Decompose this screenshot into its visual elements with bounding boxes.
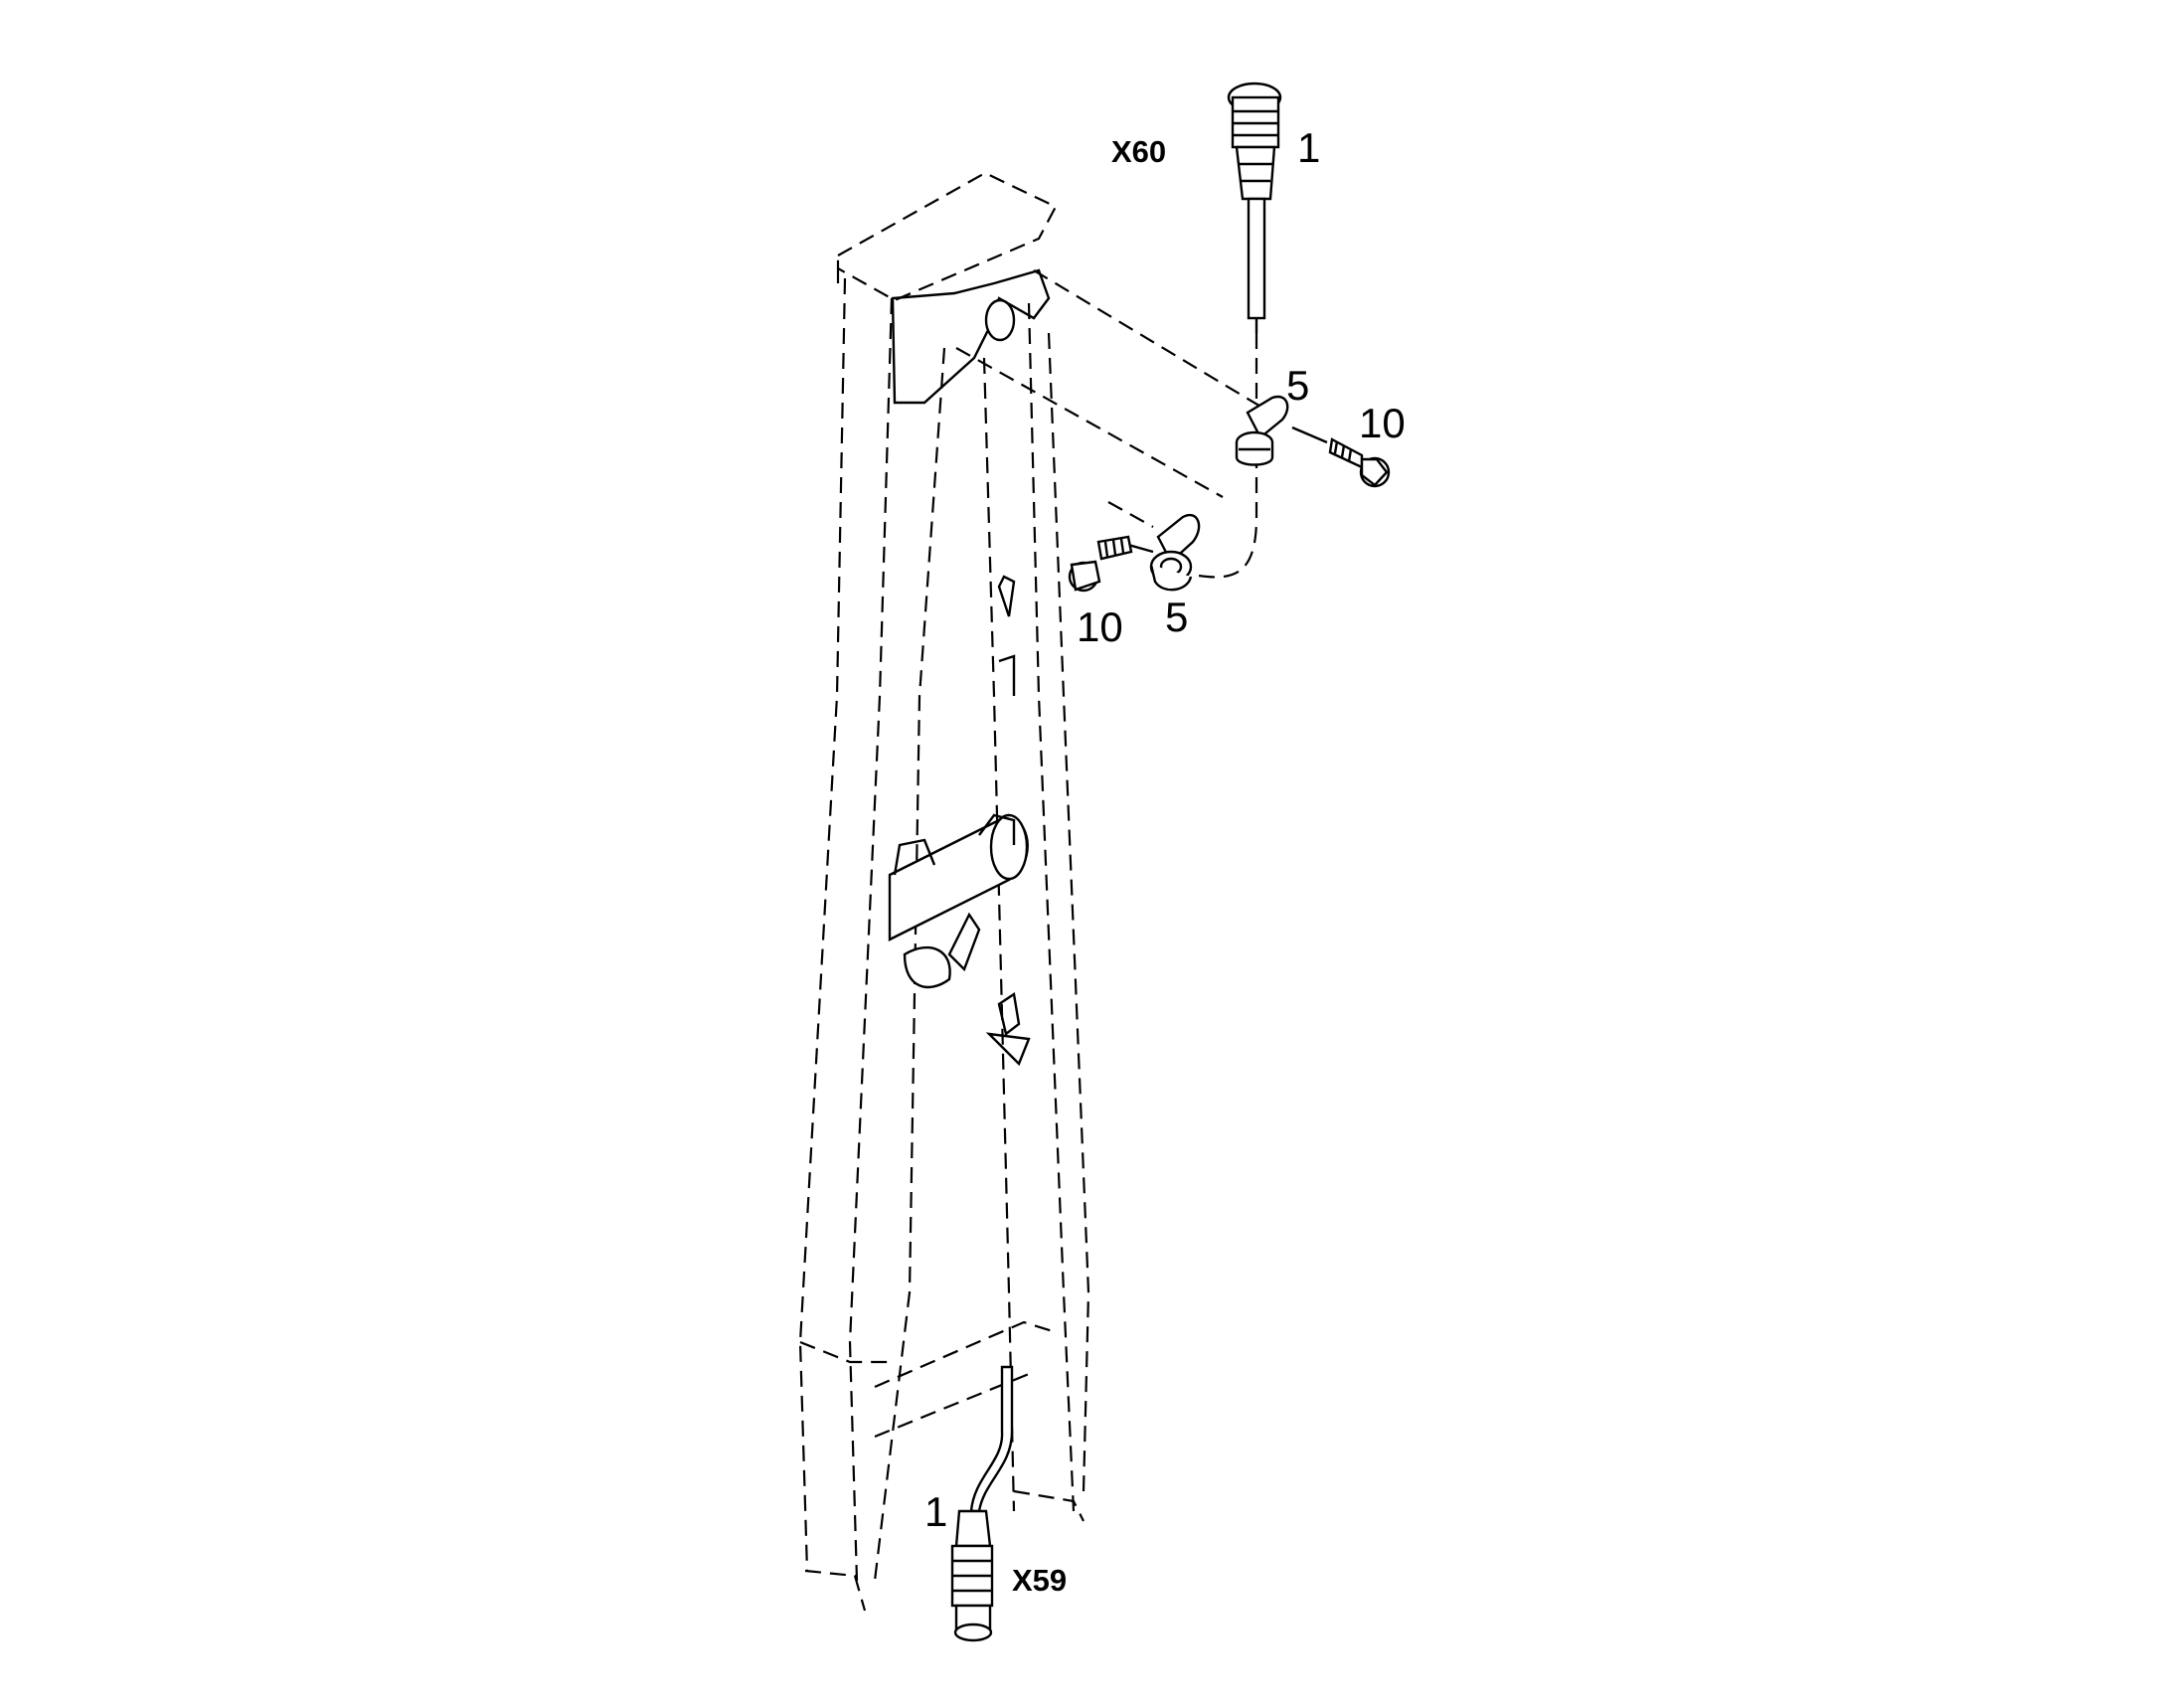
callout-mid-clip: 5 (1165, 594, 1189, 640)
top-bracket (891, 268, 1051, 405)
clip-middle (1149, 513, 1201, 592)
connector-label-x59: X59 (1012, 1563, 1068, 1598)
connector-x60-drawing (1227, 82, 1282, 333)
callout-mid-screw: 10 (1077, 603, 1123, 650)
mid-bracket-assembly (888, 575, 1031, 1067)
cable-phantom-route (1192, 333, 1258, 579)
connector-x59-drawing (950, 1509, 994, 1642)
callout-top-clip: 5 (1286, 362, 1310, 409)
callout-top-connector: 1 (1297, 124, 1321, 171)
mast-frame-phantom (798, 171, 1263, 1612)
callout-bottom-connector: 1 (924, 1488, 948, 1535)
screw-middle (1068, 535, 1154, 593)
clip-top (1235, 395, 1289, 466)
connector-label-x60: X60 (1111, 134, 1167, 169)
callout-top-screw: 10 (1359, 400, 1406, 446)
screw-top (1291, 426, 1391, 488)
